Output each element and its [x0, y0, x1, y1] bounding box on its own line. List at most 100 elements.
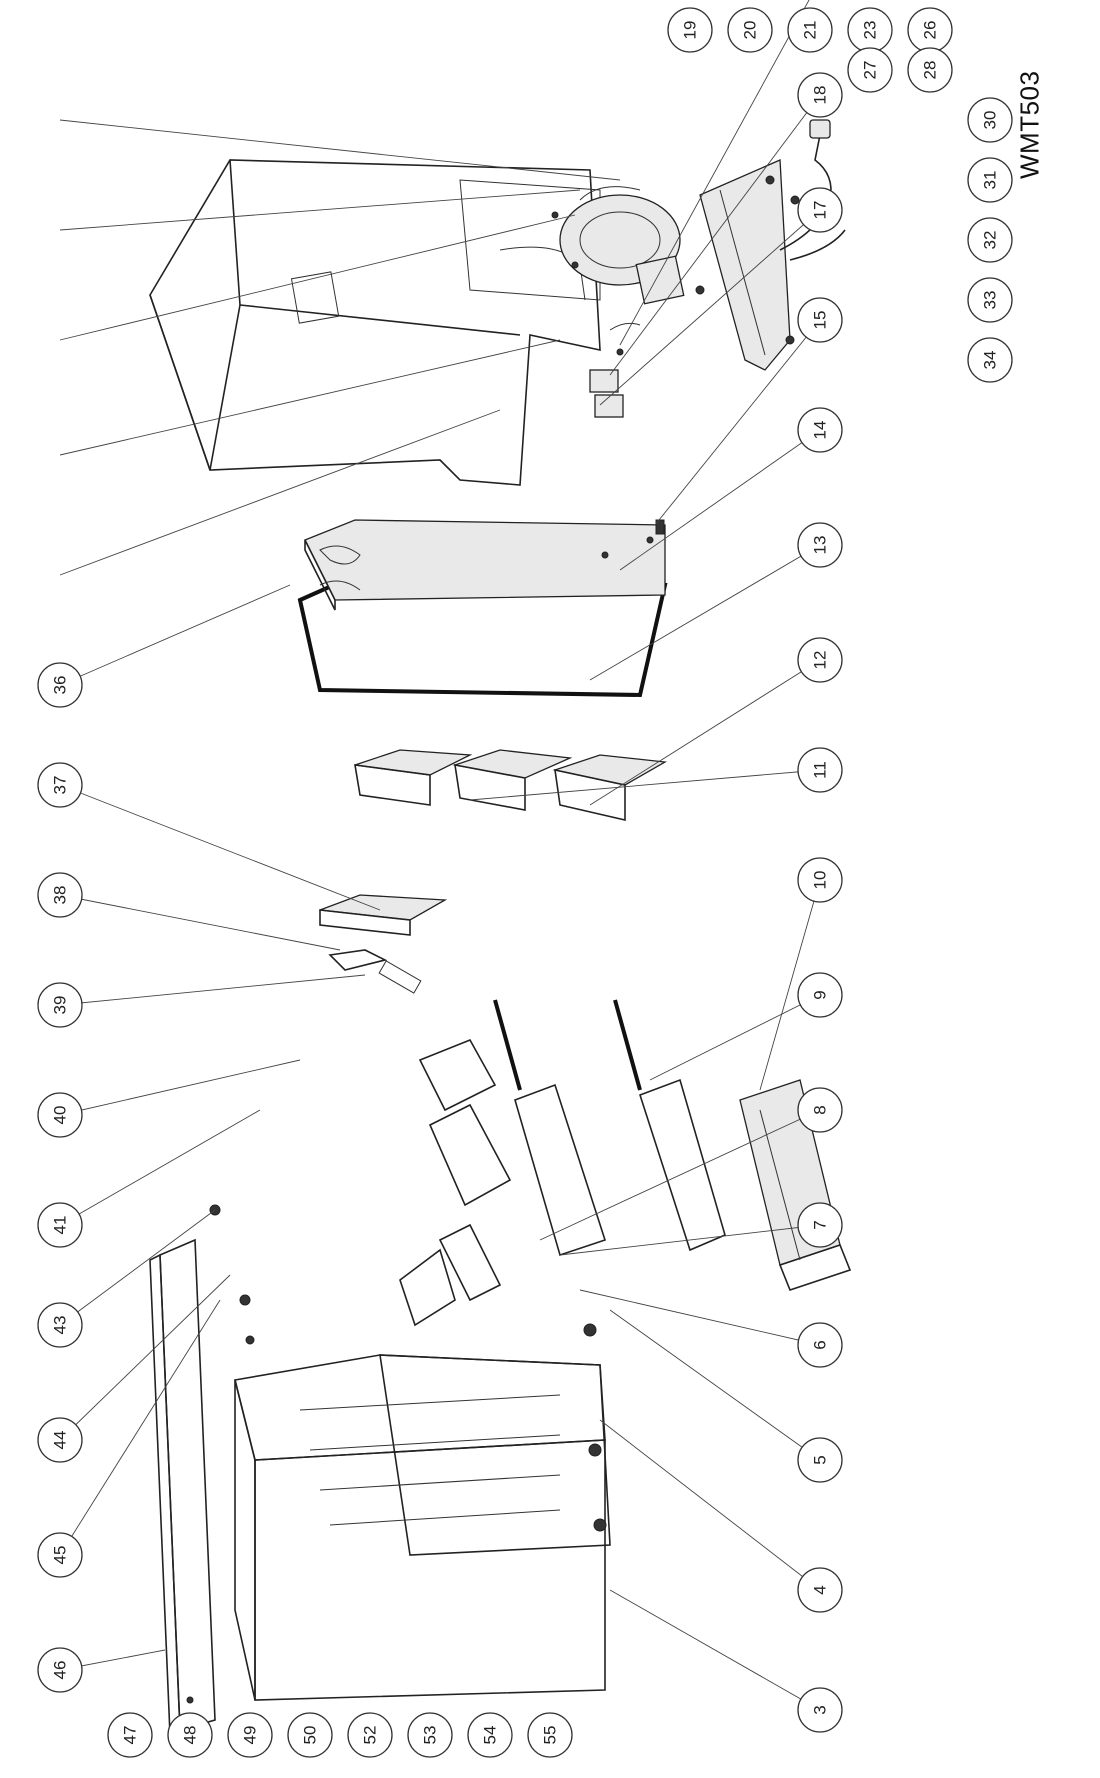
callout-circle [797, 972, 843, 1018]
callout-46: 46 [37, 1647, 83, 1693]
callout-label: 26 [921, 21, 940, 40]
callout-circle [797, 1687, 843, 1733]
callout-label: 43 [51, 1316, 70, 1335]
callout-8: 8 [797, 1087, 843, 1133]
callout-15: 15 [797, 297, 843, 343]
callout-30: 30 [967, 97, 1013, 143]
callout-label: 37 [51, 776, 70, 795]
callout-45: 45 [37, 1532, 83, 1578]
callout-label: 23 [861, 21, 880, 40]
callout-circle [967, 277, 1013, 323]
callout-11: 11 [797, 747, 843, 793]
callout-34: 34 [967, 337, 1013, 383]
callout-label: 20 [741, 21, 760, 40]
callout-circle [797, 297, 843, 343]
callout-label: 21 [801, 21, 820, 40]
callout-circle [967, 97, 1013, 143]
callout-label: 19 [681, 21, 700, 40]
callout-21: 21 [787, 7, 833, 53]
callout-31: 31 [967, 157, 1013, 203]
callout-circle [37, 982, 83, 1028]
callout-circle [37, 1092, 83, 1138]
callout-circle [667, 7, 713, 53]
callout-circle [797, 522, 843, 568]
callout-circle [527, 1712, 573, 1758]
callout-48: 48 [167, 1712, 213, 1758]
callout-28: 28 [907, 47, 953, 93]
callout-6: 6 [797, 1322, 843, 1368]
callout-label: 44 [51, 1431, 70, 1450]
callout-circle [967, 337, 1013, 383]
callout-23: 23 [847, 7, 893, 53]
callout-37: 37 [37, 762, 83, 808]
callout-label: 49 [241, 1726, 260, 1745]
callout-36: 36 [37, 662, 83, 708]
callout-circle [167, 1712, 213, 1758]
callout-circle [797, 187, 843, 233]
callout-33: 33 [967, 277, 1013, 323]
callout-label: 33 [981, 291, 1000, 310]
callout-label: 5 [811, 1455, 830, 1464]
callout-circle [227, 1712, 273, 1758]
interior-parts [319, 894, 512, 1327]
callout-circle [797, 1567, 843, 1613]
callout-7: 7 [797, 1202, 843, 1248]
callout-55: 55 [527, 1712, 573, 1758]
callout-circle [107, 1712, 153, 1758]
callout-label: 12 [811, 651, 830, 670]
callout-label: 15 [811, 311, 830, 330]
callout-circle [797, 72, 843, 118]
callout-label: 45 [51, 1546, 70, 1565]
callout-label: 13 [811, 536, 830, 555]
callout-5: 5 [797, 1437, 843, 1483]
callout-43: 43 [37, 1302, 83, 1348]
callout-label: 52 [361, 1726, 380, 1745]
callout-41: 41 [37, 1202, 83, 1248]
callout-14: 14 [797, 407, 843, 453]
callout-label: 47 [121, 1726, 140, 1745]
relay-bracket-parts [589, 322, 641, 418]
callout-circle [907, 47, 953, 93]
callout-19: 19 [667, 7, 713, 53]
callout-circle [797, 747, 843, 793]
callout-label: 39 [51, 996, 70, 1015]
callout-label: 40 [51, 1106, 70, 1125]
callout-circle [37, 662, 83, 708]
callout-label: 32 [981, 231, 1000, 250]
callout-label: 6 [811, 1340, 830, 1349]
callout-label: 36 [51, 676, 70, 695]
callout-47: 47 [107, 1712, 153, 1758]
callout-circle [797, 1087, 843, 1133]
callout-label: 7 [811, 1220, 830, 1229]
callout-label: 10 [811, 871, 830, 890]
callout-label: 53 [421, 1726, 440, 1745]
callout-label: 31 [981, 171, 1000, 190]
callout-label: 14 [811, 421, 830, 440]
glass-shelves [493, 999, 726, 1257]
callout-label: 41 [51, 1216, 70, 1235]
callout-circle [787, 7, 833, 53]
front-door-frame [149, 1238, 216, 1737]
callout-label: 30 [981, 111, 1000, 130]
door-assembly [297, 519, 668, 698]
callout-label: 48 [181, 1726, 200, 1745]
callout-label: 55 [541, 1726, 560, 1745]
callout-53: 53 [407, 1712, 453, 1758]
callout-52: 52 [347, 1712, 393, 1758]
callout-circle [727, 7, 773, 53]
callout-circle [37, 1202, 83, 1248]
callout-label: 54 [481, 1726, 500, 1745]
door-bins [354, 749, 668, 822]
callout-label: 4 [811, 1585, 830, 1594]
callout-circle [797, 1322, 843, 1368]
callout-44: 44 [37, 1417, 83, 1463]
callout-32: 32 [967, 217, 1013, 263]
callout-label: 27 [861, 61, 880, 80]
callout-circle [797, 1437, 843, 1483]
callout-9: 9 [797, 972, 843, 1018]
callout-label: 38 [51, 886, 70, 905]
callout-4: 4 [797, 1567, 843, 1613]
callout-40: 40 [37, 1092, 83, 1138]
callout-label: 18 [811, 86, 830, 105]
